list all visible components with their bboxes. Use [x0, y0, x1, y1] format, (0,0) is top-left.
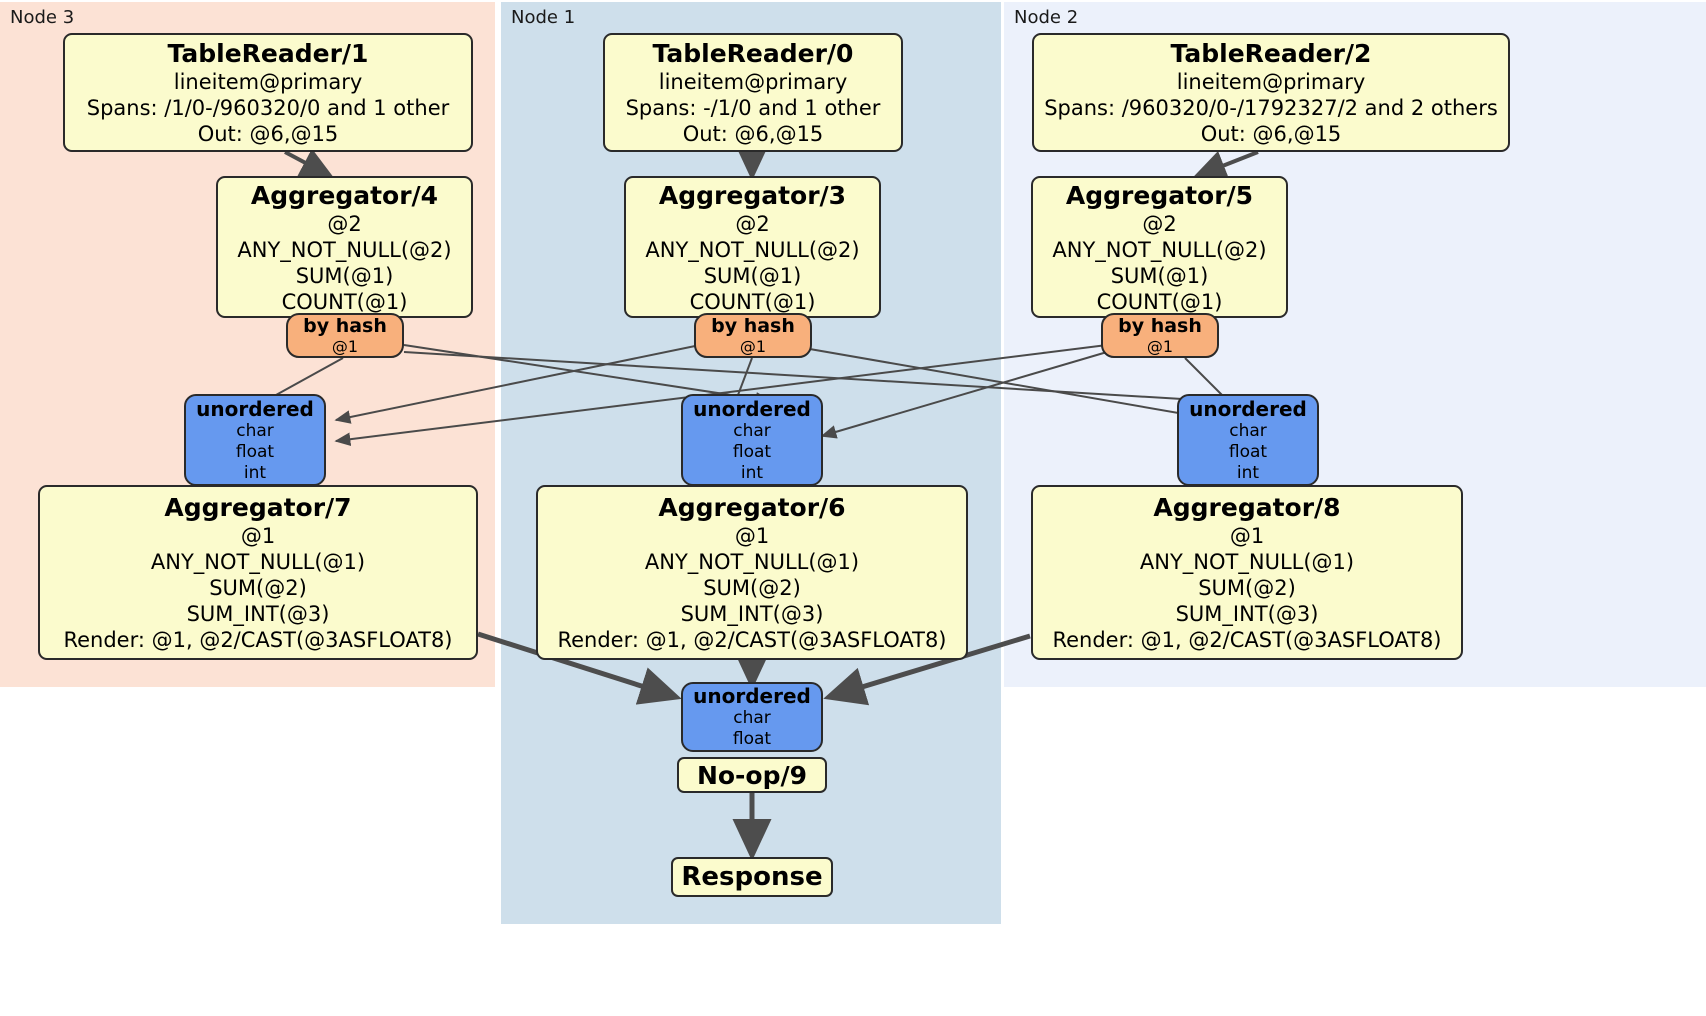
processor-line: SUM_INT(@3) — [680, 602, 824, 626]
router-line: @1 — [1146, 336, 1174, 356]
processor-line: Spans: /1/0-/960320/0 and 1 other — [86, 96, 450, 120]
processor-line: Spans: -/1/0 and 1 other — [625, 96, 881, 120]
processor-render-line: Render: @1, @2/CAST(@3ASFLOAT8) — [557, 628, 947, 652]
sync-title: unordered — [693, 684, 811, 708]
processor-title: TableReader/2 — [1170, 39, 1372, 68]
processor-line: ANY_NOT_NULL(@2) — [237, 237, 452, 262]
processor-title: TableReader/1 — [167, 39, 369, 68]
processor-render-line: Render: @1, @2/CAST(@3ASFLOAT8) — [63, 628, 453, 652]
processor-line: lineitem@primary — [1176, 70, 1366, 94]
processor-aggregator-7[interactable]: Aggregator/7 @1 ANY_NOT_NULL(@1) SUM(@2)… — [38, 485, 478, 660]
processor-line: COUNT(@1) — [281, 289, 408, 314]
processor-line: lineitem@primary — [658, 70, 848, 94]
processor-title: No-op/9 — [696, 760, 808, 790]
sync-unordered-node3[interactable]: unordered char float int — [184, 394, 326, 486]
processor-line: Out: @6,@15 — [1200, 122, 1342, 146]
sync-line: float — [732, 441, 772, 462]
processor-aggregator-4[interactable]: Aggregator/4 @2 ANY_NOT_NULL(@2) SUM(@1)… — [216, 176, 473, 318]
sync-line: float — [1228, 441, 1268, 462]
processor-line: SUM(@1) — [295, 263, 394, 288]
processor-aggregator-5[interactable]: Aggregator/5 @2 ANY_NOT_NULL(@2) SUM(@1)… — [1031, 176, 1288, 318]
sync-title: unordered — [196, 396, 314, 421]
processor-line: ANY_NOT_NULL(@1) — [150, 550, 366, 574]
processor-title: Aggregator/3 — [658, 180, 847, 210]
sync-unordered-final[interactable]: unordered char float — [681, 682, 823, 752]
node-panel-label-node3: Node 3 — [10, 7, 75, 28]
processor-line: SUM_INT(@3) — [186, 602, 330, 626]
router-by-hash-node3[interactable]: by hash @1 — [286, 313, 404, 358]
router-title: by hash — [1118, 314, 1202, 337]
processor-line: Out: @6,@15 — [197, 122, 339, 146]
processor-line: SUM(@2) — [1198, 576, 1296, 600]
sync-line: char — [733, 708, 771, 728]
processor-line: COUNT(@1) — [689, 289, 816, 314]
node-panel-label-node1: Node 1 — [511, 7, 576, 28]
router-line: @1 — [739, 336, 767, 356]
processor-line: @2 — [1142, 211, 1177, 236]
processor-aggregator-8[interactable]: Aggregator/8 @1 ANY_NOT_NULL(@1) SUM(@2)… — [1031, 485, 1463, 660]
sync-unordered-node1[interactable]: unordered char float int — [681, 394, 823, 486]
processor-response[interactable]: Response — [671, 857, 833, 897]
router-title: by hash — [303, 314, 387, 337]
processor-line: ANY_NOT_NULL(@1) — [1139, 550, 1355, 574]
sync-line: float — [235, 441, 275, 462]
processor-line: SUM(@1) — [703, 263, 802, 288]
processor-line: ANY_NOT_NULL(@2) — [645, 237, 860, 262]
sync-unordered-node2[interactable]: unordered char float int — [1177, 394, 1319, 486]
router-line: @1 — [331, 336, 359, 356]
router-by-hash-node1[interactable]: by hash @1 — [694, 313, 812, 358]
processor-line: lineitem@primary — [173, 70, 363, 94]
sync-title: unordered — [1189, 396, 1307, 421]
router-by-hash-node2[interactable]: by hash @1 — [1101, 313, 1219, 358]
processor-line: ANY_NOT_NULL(@2) — [1052, 237, 1267, 262]
processor-line: COUNT(@1) — [1096, 289, 1223, 314]
sync-line: int — [243, 462, 267, 483]
processor-line: @1 — [734, 524, 770, 548]
processor-aggregator-6[interactable]: Aggregator/6 @1 ANY_NOT_NULL(@1) SUM(@2)… — [536, 485, 968, 660]
sync-title: unordered — [693, 396, 811, 421]
processor-line: SUM_INT(@3) — [1175, 602, 1319, 626]
processor-line: Out: @6,@15 — [682, 122, 824, 146]
processor-line: Spans: /960320/0-/1792327/2 and 2 others — [1044, 96, 1498, 120]
processor-title: Response — [681, 862, 823, 892]
processor-title: Aggregator/4 — [250, 180, 439, 210]
processor-title: Aggregator/5 — [1065, 180, 1254, 210]
processor-aggregator-3[interactable]: Aggregator/3 @2 ANY_NOT_NULL(@2) SUM(@1)… — [624, 176, 881, 318]
processor-title: TableReader/0 — [652, 39, 854, 68]
sync-line: char — [733, 420, 771, 441]
processor-line: ANY_NOT_NULL(@1) — [644, 550, 860, 574]
router-title: by hash — [711, 314, 795, 337]
sync-line: int — [1236, 462, 1260, 483]
processor-table-reader-1[interactable]: TableReader/1 lineitem@primary Spans: /1… — [63, 33, 473, 152]
processor-title: Aggregator/8 — [1153, 493, 1341, 522]
node-panel-label-node2: Node 2 — [1014, 7, 1079, 28]
sync-line: char — [1229, 420, 1267, 441]
processor-line: @2 — [327, 211, 362, 236]
processor-line: SUM(@1) — [1110, 263, 1209, 288]
processor-title: Aggregator/6 — [658, 493, 846, 522]
sync-line: char — [236, 420, 274, 441]
processor-noop-9[interactable]: No-op/9 — [677, 757, 827, 793]
processor-table-reader-2[interactable]: TableReader/2 lineitem@primary Spans: /9… — [1032, 33, 1510, 152]
processor-line: SUM(@2) — [209, 576, 307, 600]
processor-render-line: Render: @1, @2/CAST(@3ASFLOAT8) — [1052, 628, 1442, 652]
processor-table-reader-0[interactable]: TableReader/0 lineitem@primary Spans: -/… — [603, 33, 903, 152]
processor-line: @1 — [1229, 524, 1265, 548]
processor-line: SUM(@2) — [703, 576, 801, 600]
processor-title: Aggregator/7 — [164, 493, 352, 522]
processor-line: @2 — [735, 211, 770, 236]
sync-line: int — [740, 462, 764, 483]
processor-line: @1 — [240, 524, 276, 548]
sync-line: float — [732, 729, 772, 749]
